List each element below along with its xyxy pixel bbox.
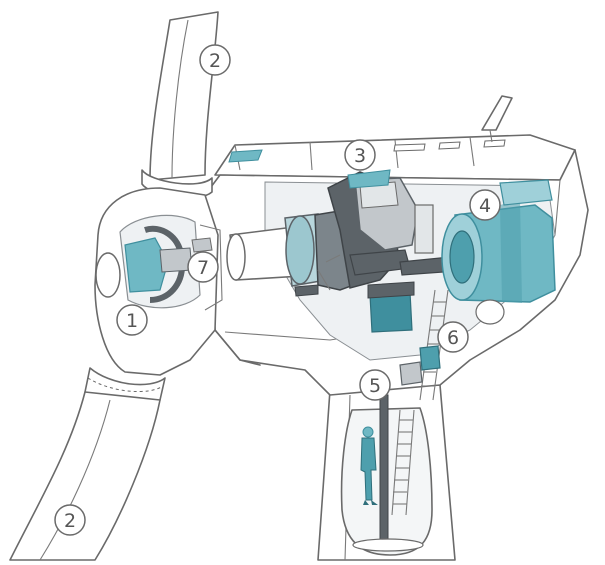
callout-2-bottom: 2 [54, 504, 86, 536]
tower [317, 384, 456, 561]
callout-label: 1 [126, 310, 138, 332]
tower-ladder [391, 409, 415, 516]
callout-5: 5 [359, 369, 391, 401]
callout-label: 7 [197, 257, 209, 279]
callout-7: 7 [187, 251, 219, 283]
rotor [9, 11, 223, 561]
callout-3: 3 [344, 139, 376, 171]
callout-2-top: 2 [199, 44, 231, 76]
callout-label: 6 [447, 327, 459, 349]
callout-label: 2 [64, 510, 76, 532]
callout-label: 3 [354, 145, 366, 167]
callout-1: 1 [116, 304, 148, 336]
callout-label: 4 [479, 195, 491, 217]
technician-figure [360, 426, 378, 505]
callout-6: 6 [437, 321, 469, 353]
drivetrain [226, 169, 556, 401]
callout-4: 4 [469, 189, 501, 221]
callout-label: 2 [209, 50, 221, 72]
callout-label: 5 [369, 375, 381, 397]
